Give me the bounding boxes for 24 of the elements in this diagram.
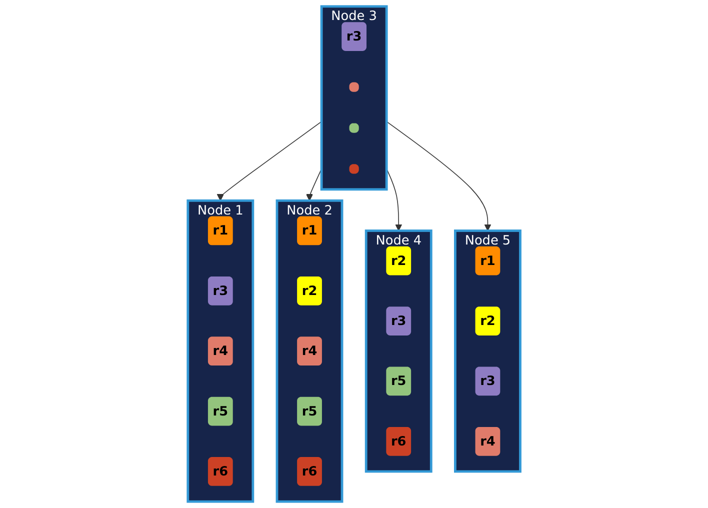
node-bar xyxy=(349,82,359,92)
node-box: r2 xyxy=(297,276,322,306)
node-box: r6 xyxy=(386,426,411,456)
node-box: r6 xyxy=(297,457,322,486)
node-box: r3 xyxy=(342,22,366,51)
node-box: r5 xyxy=(386,366,411,396)
node-box: r5 xyxy=(208,396,233,426)
node-box: r2 xyxy=(386,246,411,276)
node-box: r4 xyxy=(297,336,322,366)
node-box: r1 xyxy=(208,216,233,246)
node-box: r5 xyxy=(297,396,322,426)
node-box: r1 xyxy=(297,216,322,246)
node-box: r3 xyxy=(386,306,411,336)
node-box: r6 xyxy=(208,457,233,486)
node-box: r3 xyxy=(208,276,233,306)
node-box: r4 xyxy=(475,426,500,456)
node-box: r2 xyxy=(475,306,500,336)
arrow xyxy=(386,121,492,232)
node-bar xyxy=(349,123,359,133)
node-bar xyxy=(349,164,359,174)
node-box: r4 xyxy=(208,336,233,366)
arrow xyxy=(216,121,322,201)
node-box: r3 xyxy=(475,366,500,396)
node-box: r1 xyxy=(475,246,500,276)
